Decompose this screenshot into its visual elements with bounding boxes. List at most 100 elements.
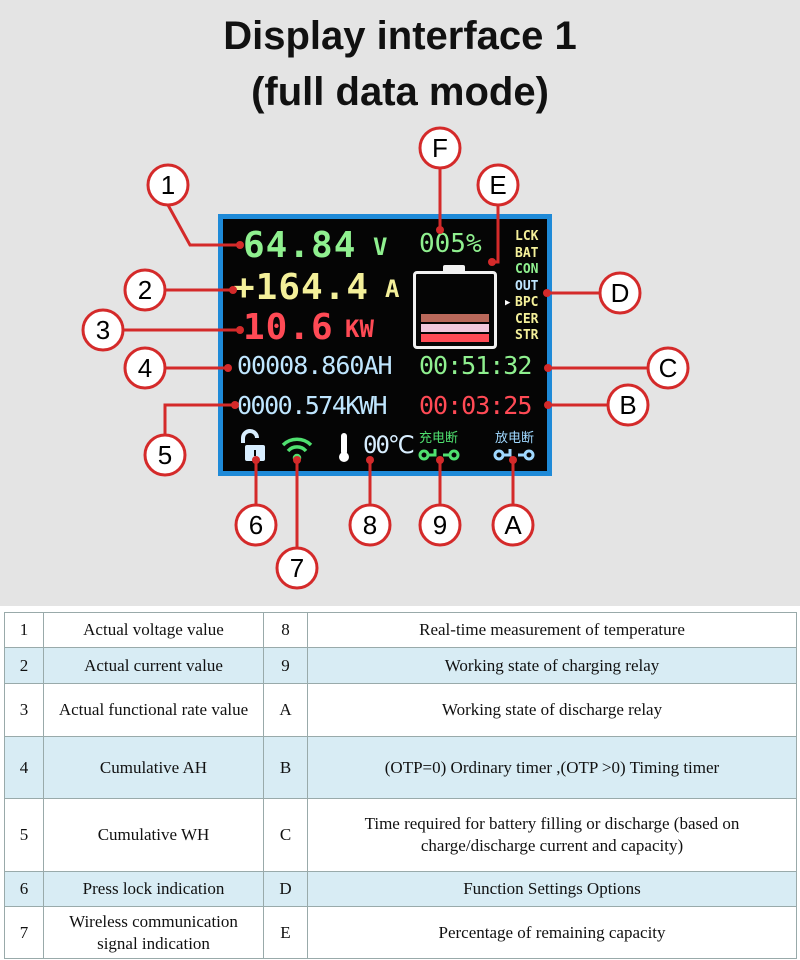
callout-label: 4 [138, 353, 152, 383]
thermometer-icon [339, 433, 349, 462]
callout-line [163, 403, 235, 435]
callout-dot [229, 286, 237, 294]
battery-bar [421, 334, 489, 342]
menu-item-lck[interactable]: LCK [515, 229, 539, 244]
battery-bar [421, 314, 489, 322]
row-description: Wireless communication signal indication [43, 906, 264, 959]
callout-label: B [619, 390, 636, 420]
lcd-screen: 64.84 V +164.4 A 10.6 KW 005% LCK BAT CO… [218, 214, 552, 476]
timer-b: 00:03:25 [419, 391, 532, 420]
callout-circle [476, 163, 520, 207]
temperature-value: 00℃ [363, 431, 415, 459]
timer-c: 00:51:32 [419, 351, 532, 380]
row-id: 2 [4, 647, 44, 684]
row-description: Press lock indication [43, 871, 264, 907]
row-id: 9 [263, 647, 308, 684]
voltage-unit: V [373, 233, 388, 261]
callout-label: 3 [96, 315, 110, 345]
callout-dot [544, 401, 552, 409]
row-description: Actual current value [43, 647, 264, 684]
row-id: D [263, 871, 308, 907]
battery-icon-cap [443, 265, 465, 271]
menu-item-out[interactable]: OUT [515, 278, 539, 294]
relay-icons [418, 449, 535, 461]
charge-relay-label: 充电断 [419, 431, 459, 446]
callout-label: A [504, 510, 522, 540]
menu-item-bat[interactable]: BAT [515, 245, 539, 261]
row-description: (OTP=0) Ordinary timer ,(OTP >0) Timing … [307, 736, 797, 799]
menu-item-bpc[interactable]: ▶ BPC [505, 295, 539, 312]
menu-item-cer[interactable]: CER [515, 311, 539, 327]
callout-label: 5 [158, 440, 172, 470]
title-line-2: (full data mode) [251, 70, 549, 114]
callout-circle [123, 268, 167, 312]
cumulative-ah: 00008.860AH [237, 351, 393, 380]
battery-bar [421, 324, 489, 332]
row-description: Working state of discharge relay [307, 683, 797, 737]
cumulative-wh: 0000.574KWH [237, 391, 388, 420]
callout-label: E [489, 170, 506, 200]
row-id: E [263, 906, 308, 959]
row-description: Function Settings Options [307, 871, 797, 907]
callout-dot [436, 226, 444, 234]
row-id: 8 [263, 612, 308, 648]
discharge-relay-label: 放电断 [495, 431, 535, 446]
callout-label: C [659, 353, 678, 383]
row-id: 3 [4, 683, 44, 737]
battery-icon [413, 271, 497, 349]
menu-item-con[interactable]: CON [515, 262, 539, 277]
callout-dot [224, 364, 232, 372]
callout-dot [293, 456, 301, 464]
row-id: 1 [4, 612, 44, 648]
callout-circle [606, 383, 650, 427]
callout-dot [252, 456, 260, 464]
callout-line [166, 204, 240, 247]
selection-arrow-icon: ▶ [505, 298, 511, 308]
menu-item-str[interactable]: STR [515, 328, 539, 343]
row-description: Cumulative AH [43, 736, 264, 799]
row-description: Actual functional rate value [43, 683, 264, 737]
callout-dot [543, 289, 551, 297]
row-id: 7 [4, 906, 44, 959]
discharge-relay-open-icon [493, 449, 535, 461]
row-id: 4 [4, 736, 44, 799]
callout-dot [509, 456, 517, 464]
row-description: Real-time measurement of temperature [307, 612, 797, 648]
row-id: 6 [4, 871, 44, 907]
row-description: Percentage of remaining capacity [307, 906, 797, 959]
callout-dot [366, 456, 374, 464]
callout-label: 7 [290, 553, 304, 583]
row-description: Actual voltage value [43, 612, 264, 648]
capacity-percent: 005% [419, 229, 482, 259]
title-line-1: Display interface 1 [223, 14, 577, 58]
menu-item-label: BPC [515, 295, 539, 310]
callout-label: 6 [249, 510, 263, 540]
callout-line [492, 205, 500, 264]
callout-label: 1 [161, 170, 175, 200]
callout-circle [418, 503, 462, 547]
status-icons [241, 429, 349, 463]
callout-dot [236, 326, 244, 334]
unlock-icon [241, 429, 265, 461]
callout-dot [236, 241, 244, 249]
callout-circle [81, 308, 125, 352]
current-value: +164.4 [233, 267, 370, 308]
callout-circle [143, 433, 187, 477]
callout-circle [275, 546, 319, 590]
callout-circle [234, 503, 278, 547]
charge-relay-open-icon [418, 449, 460, 461]
callout-label: 2 [138, 275, 152, 305]
callout-circle [348, 503, 392, 547]
callout-circle [123, 346, 167, 390]
row-description: Time required for battery filling or dis… [307, 798, 797, 872]
row-id: C [263, 798, 308, 872]
row-description: Cumulative WH [43, 798, 264, 872]
